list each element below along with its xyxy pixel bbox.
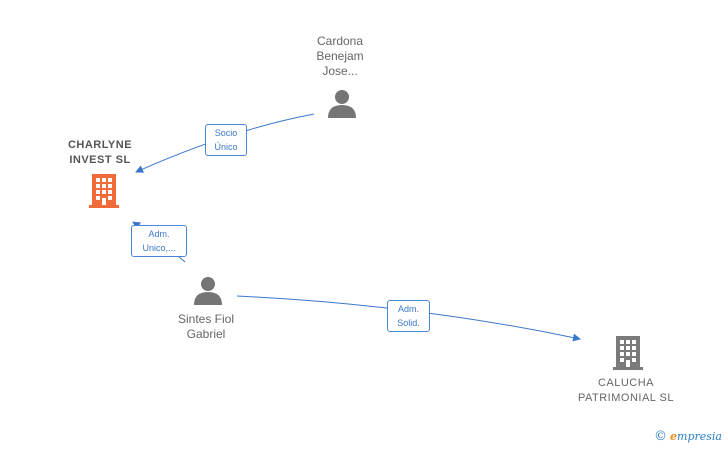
copyright-symbol: © xyxy=(654,429,668,444)
edge-label-line: Socio xyxy=(214,128,238,138)
person-icon[interactable] xyxy=(193,276,223,306)
brand-name: mpresia xyxy=(677,430,722,443)
edge-label-adm-unico[interactable]: Adm. Unico,... xyxy=(131,225,187,257)
brand-initial: e xyxy=(670,430,678,443)
node-label-sintes[interactable]: Sintes Fiol Gabriel xyxy=(156,312,256,342)
person-icon[interactable] xyxy=(327,89,357,119)
building-icon[interactable] xyxy=(88,172,120,208)
node-label-calucha[interactable]: CALUCHA PATRIMONIAL SL xyxy=(566,376,686,406)
edge-label-socio-unico[interactable]: Socio Único xyxy=(205,124,247,156)
node-label-line: INVEST SL xyxy=(69,154,131,166)
building-icon[interactable] xyxy=(612,334,644,370)
node-label-cardona[interactable]: Cardona Benejam Jose... xyxy=(290,34,390,79)
node-label-line: Jose... xyxy=(322,64,358,78)
node-label-line: Gabriel xyxy=(186,327,226,341)
edge-label-line: Solid. xyxy=(397,318,420,328)
edge-label-line: Único xyxy=(214,142,238,152)
node-label-line: Sintes Fiol xyxy=(177,312,235,326)
node-label-line: CHARLYNE xyxy=(67,139,133,151)
edge-label-line: Adm. xyxy=(397,304,419,314)
edge-label-line: Unico,... xyxy=(142,243,176,253)
edge-label-adm-solid[interactable]: Adm. Solid. xyxy=(387,300,430,332)
node-label-line: CALUCHA xyxy=(597,377,655,389)
node-label-charlyne[interactable]: CHARLYNE INVEST SL xyxy=(50,138,150,168)
node-label-line: PATRIMONIAL SL xyxy=(577,392,675,404)
node-label-line: Cardona xyxy=(316,34,364,48)
brand-watermark: ©empresia xyxy=(654,429,722,444)
edge-label-line: Adm. xyxy=(148,229,170,239)
node-label-line: Benejam xyxy=(316,49,364,63)
